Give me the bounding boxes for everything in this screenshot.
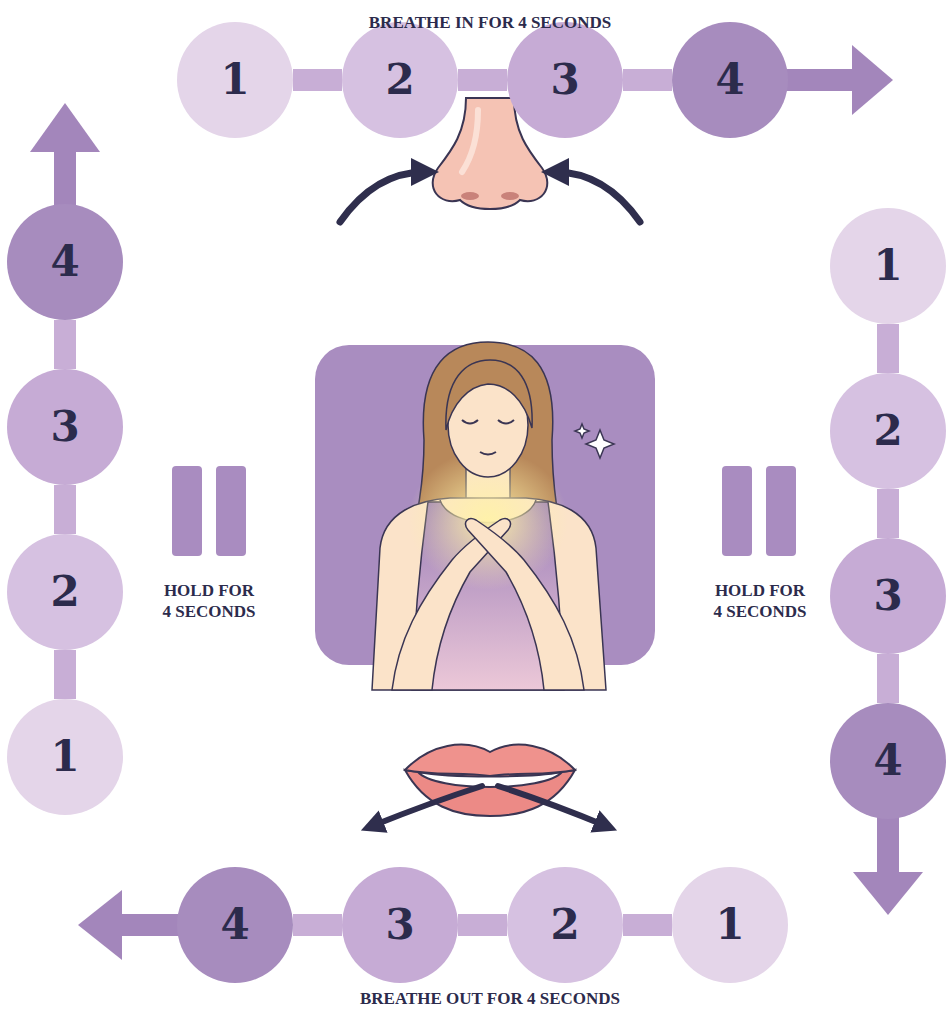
- arm-hand: [466, 519, 584, 690]
- body: [372, 498, 606, 690]
- circle-fill: [830, 538, 946, 654]
- circle-fill: [177, 22, 293, 138]
- step-circle: 4: [830, 703, 946, 819]
- step-circle: 3: [507, 22, 623, 138]
- step-number: 4: [873, 740, 902, 782]
- connector-band: [54, 650, 76, 699]
- connector-band: [877, 324, 899, 373]
- closed-eye: [498, 420, 514, 424]
- connector-band: [458, 914, 507, 936]
- smile: [480, 452, 496, 455]
- step-label: HOLD FOR 4 SECONDS: [711, 580, 809, 623]
- step-number: 1: [50, 736, 79, 778]
- circle-fill: [830, 703, 946, 819]
- circle-fill: [7, 204, 123, 320]
- circle-fill: [342, 22, 458, 138]
- band-end: [780, 69, 860, 91]
- band-arrows: [30, 45, 923, 960]
- band-end: [877, 810, 899, 878]
- band-arrowhead: [30, 103, 100, 152]
- closed-eye: [462, 420, 478, 424]
- nose-highlight: [462, 110, 478, 172]
- band-arrowhead: [78, 890, 122, 960]
- pause-symbol: [722, 466, 796, 556]
- step-number: 3: [50, 406, 79, 448]
- step-circle: 2: [342, 22, 458, 138]
- circle-fill: [830, 373, 946, 489]
- step-circle: 1: [830, 208, 946, 324]
- pause-bar: [216, 466, 246, 556]
- step-number: 4: [220, 904, 249, 946]
- step-number: 1: [873, 245, 902, 287]
- connector-band: [54, 485, 76, 534]
- step-number: 3: [550, 59, 579, 101]
- step-number: 3: [385, 904, 414, 946]
- connector-band: [623, 69, 672, 91]
- step-circle: 3: [342, 867, 458, 983]
- nostril: [461, 192, 479, 200]
- connector-band: [54, 320, 76, 369]
- step-circle: 1: [672, 867, 788, 983]
- connector-band: [877, 654, 899, 703]
- step-circle: 1: [177, 22, 293, 138]
- step-circle: 3: [830, 538, 946, 654]
- connector-band: [877, 489, 899, 538]
- exhale-arrow: [498, 786, 606, 826]
- sparkle: [586, 430, 614, 458]
- step-circle: 1: [7, 699, 123, 815]
- pause-bar: [766, 466, 796, 556]
- inhale-arrow: [555, 172, 640, 222]
- step-number: 2: [550, 904, 579, 946]
- band-arrowhead: [852, 45, 893, 115]
- step-number: 1: [715, 904, 744, 946]
- sparkles: [575, 424, 614, 458]
- upper-lip: [405, 745, 575, 776]
- circle-fill: [672, 22, 788, 138]
- step-circle: 2: [830, 373, 946, 489]
- step-number: 2: [873, 410, 902, 452]
- hair-front: [446, 360, 532, 430]
- sparkle: [575, 424, 589, 438]
- connector-band: [458, 69, 507, 91]
- step-label: BREATHE IN FOR 4 SECONDS: [280, 12, 700, 33]
- step-circle: 4: [7, 204, 123, 320]
- step-number: 1: [220, 59, 249, 101]
- step-circle: 4: [177, 867, 293, 983]
- step-circle: 3: [7, 369, 123, 485]
- step-label: HOLD FOR 4 SECONDS: [160, 580, 258, 623]
- step-circle: 4: [672, 22, 788, 138]
- exhale-arrow: [372, 786, 482, 826]
- circle-fill: [7, 369, 123, 485]
- inhale-arrow: [340, 172, 425, 222]
- step-number: 4: [50, 241, 79, 283]
- circle-fill: [507, 22, 623, 138]
- connector-band: [293, 69, 342, 91]
- connector-band: [293, 914, 342, 936]
- circle-fill: [7, 534, 123, 650]
- band-arrowhead: [853, 872, 923, 915]
- circle-fill: [507, 867, 623, 983]
- nostril: [501, 192, 519, 200]
- step-circle: 2: [7, 534, 123, 650]
- circle-fill: [830, 208, 946, 324]
- connector-band: [623, 914, 672, 936]
- circle-fill: [342, 867, 458, 983]
- step-number: 4: [715, 59, 744, 101]
- circle-fill: [7, 699, 123, 815]
- circle-fill: [672, 867, 788, 983]
- step-label: BREATHE OUT FOR 4 SECONDS: [280, 988, 700, 1009]
- pause-bar: [722, 466, 752, 556]
- step-number: 3: [873, 575, 902, 617]
- pause-symbol: [172, 466, 246, 556]
- step-circle: 2: [507, 867, 623, 983]
- circle-fill: [177, 867, 293, 983]
- pause-bar: [172, 466, 202, 556]
- step-number: 2: [50, 571, 79, 613]
- woman-figure: [372, 342, 606, 690]
- step-number: 2: [385, 59, 414, 101]
